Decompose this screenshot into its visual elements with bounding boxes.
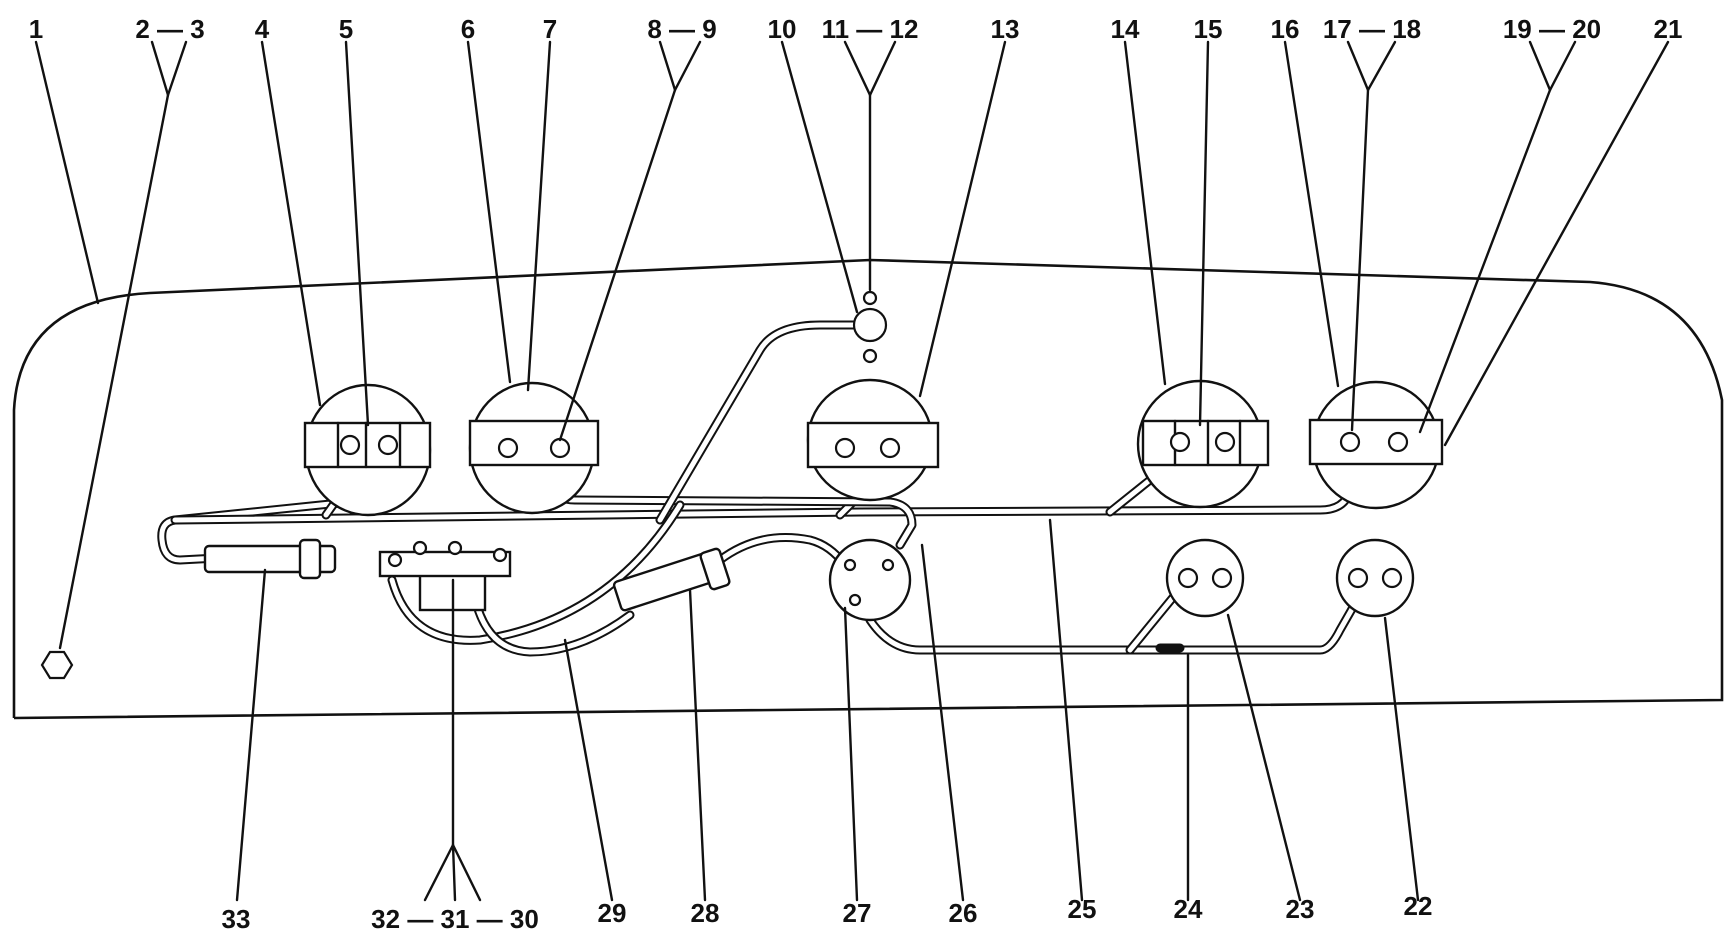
- gauge-22: [1335, 538, 1415, 618]
- connector-10: [852, 290, 888, 364]
- top-labels: 1 2 — 3 4 5 6 7 8 — 9 10 11 — 12 13 14 1…: [29, 14, 1683, 44]
- switch-27: [828, 538, 912, 622]
- label-24: 24: [1174, 894, 1203, 924]
- label-29: 29: [598, 898, 627, 928]
- leader-lines: [34, 40, 1670, 902]
- label-7: 7: [543, 14, 557, 44]
- label-28: 28: [691, 898, 720, 928]
- label-23: 23: [1286, 894, 1315, 924]
- hex-bolt: [40, 650, 74, 680]
- gauge-4-5: [303, 383, 432, 517]
- label-16: 16: [1271, 14, 1300, 44]
- label-2-3: 2 — 3: [135, 14, 204, 44]
- label-27: 27: [843, 898, 872, 928]
- fuse-28: [612, 547, 731, 612]
- label-10: 10: [768, 14, 797, 44]
- label-33: 33: [222, 904, 251, 934]
- fuse-33: [203, 538, 337, 580]
- gauge-23: [1165, 538, 1245, 618]
- label-26: 26: [949, 898, 978, 928]
- gauge-13: [806, 378, 940, 502]
- label-25: 25: [1068, 894, 1097, 924]
- instrument-panel-outline: [12, 258, 1724, 720]
- bottom-labels: 33 32 — 31 — 30 29 28 27 26 25 24 23 22: [222, 891, 1433, 934]
- label-5: 5: [339, 14, 353, 44]
- label-15: 15: [1194, 14, 1223, 44]
- gauge-16-21: [1308, 380, 1444, 510]
- label-8-9: 8 — 9: [647, 14, 716, 44]
- gauge-14-15: [1136, 379, 1270, 509]
- label-17-18: 17 — 18: [1323, 14, 1421, 44]
- gauge-6-7: [468, 381, 600, 515]
- label-19-20: 19 — 20: [1503, 14, 1601, 44]
- label-13: 13: [991, 14, 1020, 44]
- label-32-31-30: 32 — 31 — 30: [371, 904, 539, 934]
- label-11-12: 11 — 12: [822, 14, 919, 44]
- label-1: 1: [29, 14, 43, 44]
- label-14: 14: [1111, 14, 1140, 44]
- label-22: 22: [1404, 891, 1433, 921]
- label-21: 21: [1654, 14, 1683, 44]
- label-4: 4: [255, 14, 270, 44]
- label-6: 6: [461, 14, 475, 44]
